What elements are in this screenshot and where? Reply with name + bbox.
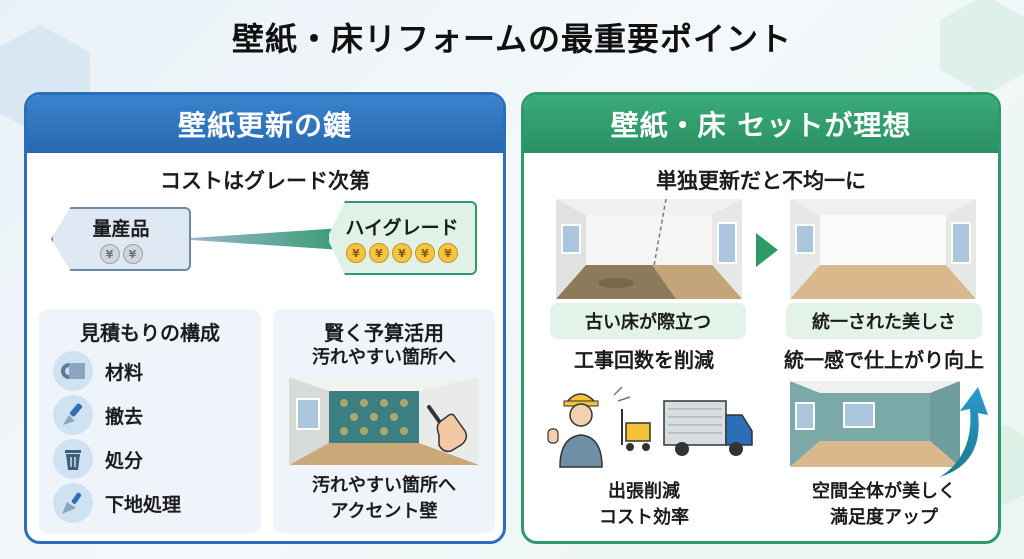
worker-truck-illustration	[547, 386, 753, 468]
price-arrow-icon	[177, 227, 357, 251]
budget-box: 賢く予算活用 汚れやすい箇所へ 汚れやすい箇所へ アクセント壁	[273, 309, 495, 533]
budget-text: アクセント壁	[330, 501, 438, 522]
arrow-right-icon	[756, 233, 778, 267]
after-room-illustration	[790, 199, 976, 299]
estimate-item: 材料	[53, 351, 143, 391]
tag-label: 量産品	[92, 218, 150, 240]
item-label: 材料	[105, 361, 144, 384]
hexagon-decoration	[940, 0, 1024, 95]
coins: ¥ ¥	[99, 244, 143, 264]
yen-coin-icon: ¥	[438, 243, 458, 263]
scraper-icon	[53, 395, 93, 435]
set-renovation-panel: 壁紙・床 セットが理想 単独更新だと不均一に 古い床が際立つ 統一された美しさ …	[521, 92, 1001, 544]
panel-header: 壁紙・床 セットが理想	[524, 95, 998, 153]
yen-coin-icon: ¥	[415, 243, 435, 263]
wallpaper-roll-icon	[53, 351, 93, 391]
item-label: 処分	[105, 449, 144, 472]
budget-text: 汚れやすい箇所へ	[312, 347, 456, 368]
tag-label: ハイグレード	[345, 217, 459, 239]
work-text: コスト効率	[599, 507, 689, 528]
coins: ¥ ¥ ¥ ¥ ¥	[346, 243, 458, 263]
upward-arrow-icon	[940, 387, 988, 477]
finish-title: 統一感で仕上がり向上	[784, 348, 984, 372]
work-title: 工事回数を削減	[574, 348, 714, 372]
trash-can-icon	[53, 439, 93, 479]
yen-coin-icon: ¥	[346, 243, 366, 263]
yen-coin-icon: ¥	[392, 243, 412, 263]
item-label: 下地処理	[105, 493, 182, 516]
yen-coin-icon: ¥	[122, 244, 143, 264]
page-title: 壁紙・床リフォームの最重要ポイント	[231, 20, 793, 58]
budget-text: 汚れやすい箇所へ	[312, 475, 456, 496]
finish-text: 満足度アップ	[830, 507, 938, 528]
estimate-item: 撤去	[53, 395, 143, 435]
before-room-illustration	[556, 199, 742, 299]
estimate-title: 見積もりの構成	[80, 321, 220, 345]
uneven-title: 単独更新だと不均一に	[656, 169, 866, 193]
yen-coin-icon: ¥	[369, 243, 389, 263]
accent-wall-room-illustration	[289, 377, 479, 465]
item-label: 撤去	[105, 405, 144, 428]
panel-header: 壁紙更新の鍵	[27, 95, 503, 153]
putty-knife-icon	[53, 483, 93, 523]
estimate-item: 下地処理	[53, 483, 181, 523]
high-grade-tag: ハイグレード ¥ ¥ ¥ ¥ ¥	[327, 201, 477, 275]
finished-room-illustration	[790, 381, 960, 467]
yen-coin-icon: ¥	[99, 244, 120, 264]
estimate-box: 見積もりの構成 材料 撤去 処分 下地処理	[39, 309, 261, 533]
mass-product-tag: 量産品 ¥ ¥	[51, 207, 191, 271]
budget-title: 賢く予算活用	[324, 321, 444, 345]
work-text: 出張削減	[608, 481, 680, 502]
before-caption: 古い床が際立つ	[550, 303, 746, 339]
after-caption: 統一された美しさ	[786, 303, 982, 339]
cost-title: コストはグレード次第	[160, 169, 370, 193]
wallpaper-update-panel: 壁紙更新の鍵 コストはグレード次第 量産品 ¥ ¥ ハイグレード ¥ ¥ ¥ ¥…	[24, 92, 506, 544]
finish-text: 空間全体が美しく	[812, 481, 956, 502]
estimate-item: 処分	[53, 439, 143, 479]
